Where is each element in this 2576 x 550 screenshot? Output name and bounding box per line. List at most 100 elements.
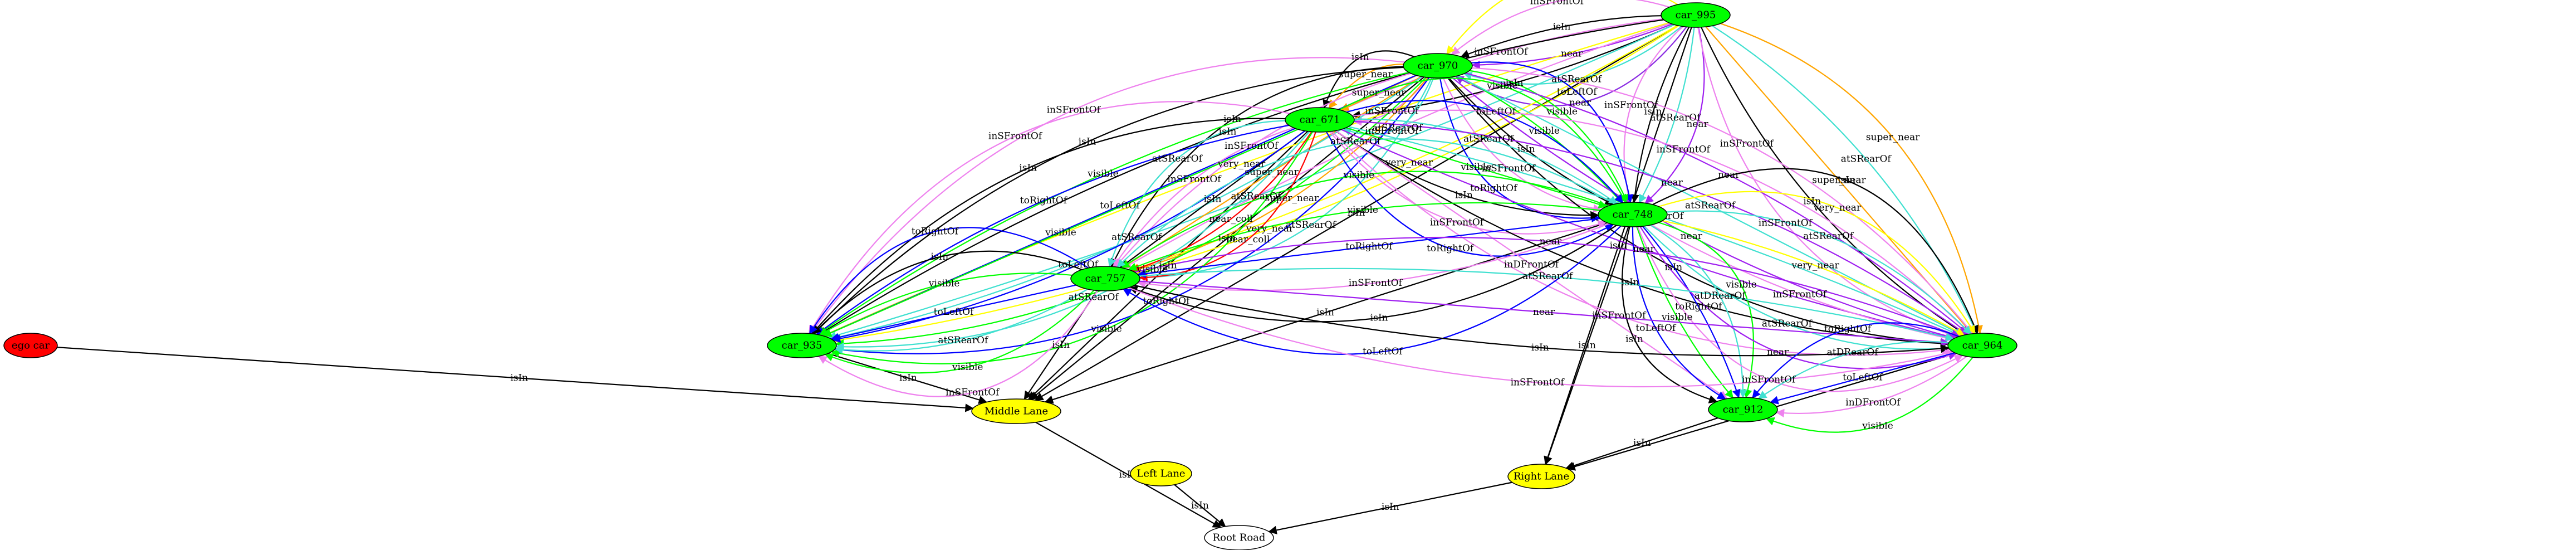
edge-label: isIn bbox=[1838, 175, 1855, 186]
edge-car_970-middle_lane bbox=[1030, 76, 1425, 401]
edge-label: toLeftOf bbox=[1843, 372, 1883, 383]
edge-label: toRightOf bbox=[1675, 301, 1723, 312]
edge-label: atSRearOf bbox=[1685, 200, 1736, 211]
edge-car_671-car_935 bbox=[809, 101, 1290, 334]
edge-label: inSFrontOf bbox=[1365, 105, 1419, 116]
edge-label: toLeftOf bbox=[1363, 346, 1403, 357]
edge-car_970-car_748 bbox=[1471, 61, 1634, 203]
edge-car_995-car_970 bbox=[1446, 0, 1678, 55]
edge-label: atSRearOf bbox=[938, 335, 989, 346]
edge-car_912-right_lane bbox=[1565, 417, 1718, 470]
edge-label: visible bbox=[1661, 312, 1693, 323]
edge-label: isIn bbox=[1633, 437, 1651, 449]
edge-car_995-car_964 bbox=[1712, 25, 1978, 334]
edge-label: near bbox=[1718, 169, 1740, 181]
edge-label: inSFrontOf bbox=[1430, 217, 1485, 228]
edge-label: visible bbox=[1087, 168, 1119, 179]
node-shape bbox=[1947, 333, 2017, 358]
edge-car_757-car_935 bbox=[834, 288, 1088, 354]
edge-label: isIn bbox=[1348, 207, 1365, 218]
edge-car_995-car_964 bbox=[1720, 23, 1983, 334]
edge-label: visible bbox=[1346, 205, 1378, 216]
edge-car_995-car_970 bbox=[1451, 0, 1670, 55]
node-label: car_757 bbox=[1085, 273, 1126, 285]
edge-car_970-car_748 bbox=[1448, 77, 1614, 205]
edge-car_995-car_964 bbox=[1700, 27, 1967, 335]
edge-car_995-car_935 bbox=[832, 25, 1679, 344]
edge-middle_lane-root_road bbox=[1035, 421, 1222, 528]
edge-car_995-middle_lane bbox=[1034, 25, 1678, 401]
edge-car_964-car_912 bbox=[1765, 357, 1973, 433]
edge-label: atSRearOf bbox=[1803, 231, 1854, 242]
edge-car_757-car_964 bbox=[1134, 284, 1950, 357]
edge-label: near bbox=[1540, 236, 1562, 247]
edge-label: isIn bbox=[1578, 340, 1596, 351]
node-label: car_995 bbox=[1676, 9, 1716, 21]
edge-label: isIn bbox=[1382, 502, 1399, 513]
edge-label: isIn bbox=[1455, 190, 1473, 201]
edge-label: visible bbox=[1725, 279, 1757, 290]
node-left-lane: Left Lane bbox=[1130, 461, 1192, 486]
edge-label: atSRearOf bbox=[1762, 318, 1813, 329]
edge-label: visible bbox=[1045, 227, 1076, 239]
node-label: car_912 bbox=[1723, 404, 1764, 416]
edge-label: visible bbox=[952, 362, 983, 373]
edge-car_748-car_912 bbox=[1632, 226, 1726, 400]
edge-label: atSRearOf bbox=[1551, 74, 1603, 85]
edge-label: super_near bbox=[1352, 87, 1406, 99]
edge-car_748-car_757 bbox=[1116, 138, 1615, 268]
edge-car_970-car_757 bbox=[1131, 77, 1428, 273]
edge-label: inSFrontOf bbox=[1047, 104, 1101, 115]
edge-car_671-car_935 bbox=[816, 124, 1289, 335]
edge-car_748-car_757 bbox=[1137, 223, 1610, 291]
edge-label: inSFrontOf bbox=[1474, 46, 1529, 57]
edge-label: visible bbox=[1528, 125, 1560, 137]
node-ego-car: ego car bbox=[3, 333, 58, 358]
edge-car_970-car_935 bbox=[812, 66, 1404, 335]
edge-label: very_near bbox=[1217, 159, 1266, 170]
edge-label: near_coll bbox=[1209, 213, 1252, 225]
edge-label: toLeftOf bbox=[1476, 106, 1516, 118]
edge-label: visible bbox=[1343, 170, 1375, 181]
node-shape bbox=[1598, 202, 1668, 227]
edge-car_671-car_935 bbox=[822, 129, 1299, 337]
edge-label: atSRearOf bbox=[1231, 191, 1282, 202]
edge-label: near bbox=[1681, 231, 1703, 242]
edge-label: toRightOf bbox=[1824, 323, 1872, 334]
edge-label: very_near bbox=[1385, 157, 1433, 168]
edge-car_995-right_lane bbox=[1544, 27, 1692, 465]
edge-car_757-car_964 bbox=[1134, 236, 1960, 338]
node-shape bbox=[1130, 461, 1192, 486]
edge-car_757-car_935 bbox=[812, 250, 1083, 335]
edge-label: visible bbox=[1862, 421, 1893, 432]
node-car-935: car_935 bbox=[767, 333, 837, 358]
edge-label: very_near bbox=[1813, 202, 1862, 213]
edge-label: visible bbox=[1090, 324, 1122, 335]
edge-label: isIn bbox=[1803, 196, 1821, 207]
edge-car_671-car_757 bbox=[1108, 120, 1286, 267]
edge-car_970-car_935 bbox=[817, 71, 1409, 335]
edge-car_995-car_970 bbox=[1471, 23, 1673, 70]
edge-car_671-car_748 bbox=[1354, 118, 1618, 205]
edge-car_970-car_964 bbox=[1471, 67, 1973, 335]
node-label: car_748 bbox=[1613, 209, 1653, 221]
edge-car_671-car_935 bbox=[831, 130, 1306, 343]
edge-label: near_coll bbox=[1226, 234, 1270, 245]
edge-car_964-car_912 bbox=[1770, 352, 1955, 405]
edge-label: toRightOf bbox=[1020, 195, 1068, 206]
edge-label: isIn bbox=[1517, 144, 1535, 155]
node-shape bbox=[1285, 107, 1355, 133]
edge-car_671-car_964 bbox=[1331, 130, 1951, 356]
edge-car_748-car_912 bbox=[1658, 222, 1754, 398]
edge-label: visible bbox=[1137, 264, 1168, 275]
edge-car_748-car_964 bbox=[1666, 210, 1972, 335]
edge-car_757-car_935 bbox=[824, 290, 1095, 374]
edge-label: isIn bbox=[510, 373, 528, 384]
edge-car_748-car_912 bbox=[1622, 226, 1718, 403]
edge-left_lane-root_road bbox=[1174, 484, 1226, 527]
edge-label: inDFrontOf bbox=[1504, 259, 1560, 270]
edge-car_671-car_935 bbox=[811, 118, 1286, 335]
edge-car_757-car_935 bbox=[830, 284, 1076, 342]
node-car-964: car_964 bbox=[1947, 333, 2017, 358]
